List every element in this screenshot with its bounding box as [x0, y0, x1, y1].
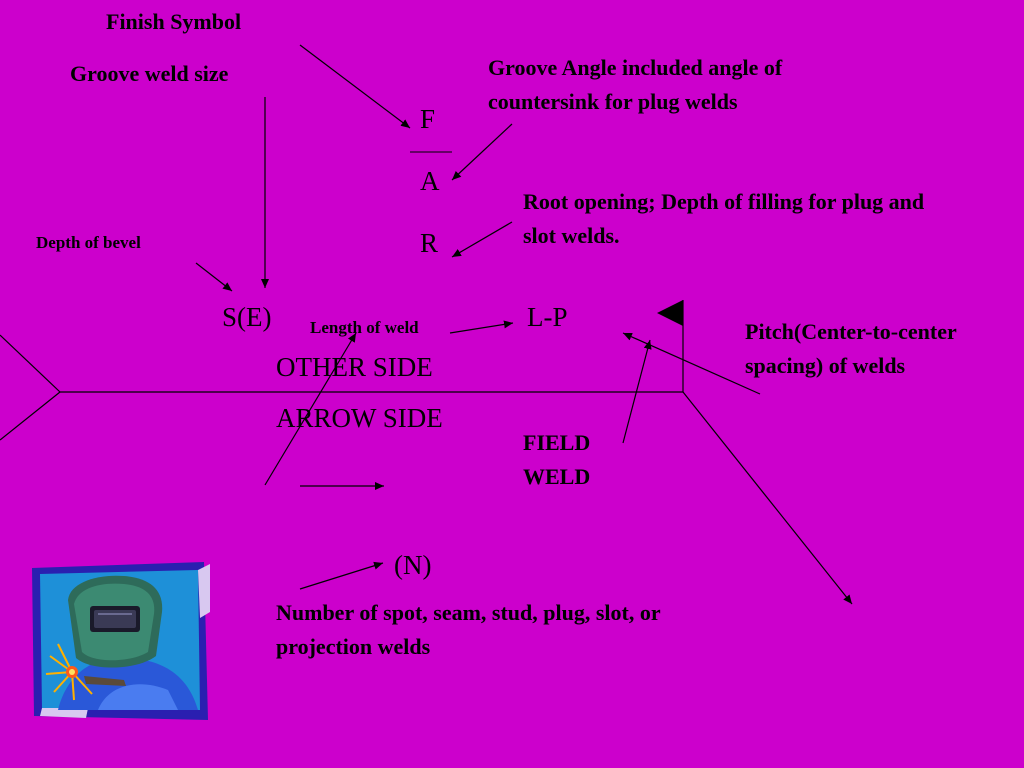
tail-upper — [0, 334, 61, 393]
symbol-n: (N) — [394, 550, 432, 580]
leader-field-weld — [622, 339, 652, 444]
finish-symbol-label: Finish Symbol — [106, 9, 242, 34]
groove-weld-size-label: Groove weld size — [70, 61, 229, 86]
other-side-label: OTHER SIDE — [276, 352, 433, 382]
symbol-r: R — [420, 228, 439, 258]
symbol-f: F — [420, 104, 436, 134]
leader-depth-of-bevel — [195, 262, 233, 292]
length-of-weld-label: Length of weld — [310, 318, 419, 337]
leader-length-of-weld — [449, 320, 514, 334]
leader-other-side — [264, 332, 357, 486]
groove-angle-label: Groove Angle included angle of countersi… — [488, 55, 783, 114]
arrow-line — [682, 391, 853, 605]
tail-lower — [0, 391, 61, 441]
leader-root-opening — [451, 221, 513, 258]
symbol-l-p: L-P — [527, 302, 568, 332]
leader-finish-symbol — [299, 44, 411, 129]
depth-of-bevel-label: Depth of bevel — [36, 233, 141, 252]
leader-number-of-welds — [299, 561, 384, 590]
number-of-welds-label: Number of spot, seam, stud, plug, slot, … — [276, 600, 661, 659]
field-weld-label: FIELD WELD — [523, 430, 591, 489]
field-weld-flag — [657, 300, 683, 326]
symbol-a: A — [420, 166, 440, 196]
leader-groove-angle — [451, 123, 513, 181]
symbol-s-e: S(E) — [222, 302, 272, 332]
pitch-label: Pitch(Center-to-center spacing) of welds — [745, 319, 957, 378]
root-opening-label: Root opening; Depth of filling for plug … — [523, 189, 925, 248]
welder-mask-icon — [32, 562, 210, 720]
arrow-side-label: ARROW SIDE — [276, 403, 443, 433]
